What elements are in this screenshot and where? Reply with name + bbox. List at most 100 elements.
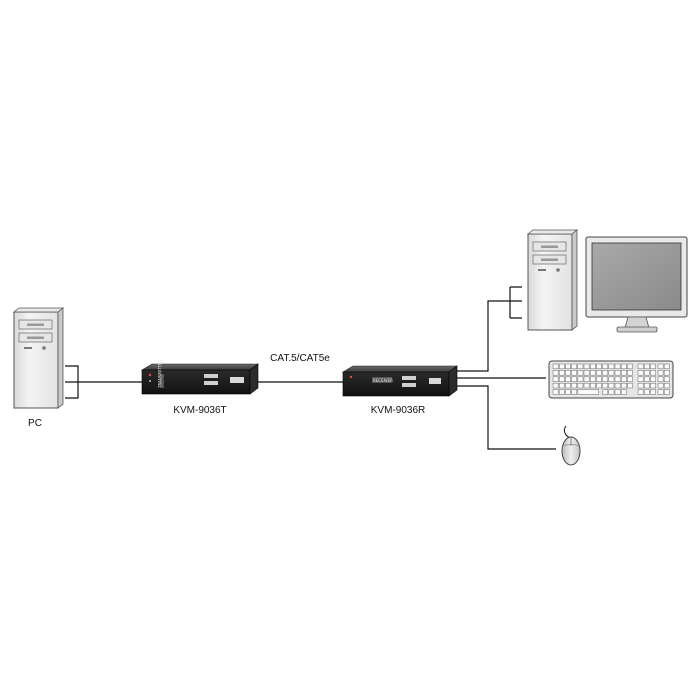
keyboard-key bbox=[565, 363, 571, 370]
keyboard-key bbox=[589, 382, 596, 389]
keyboard-key bbox=[614, 363, 621, 370]
keyboard-key bbox=[637, 363, 644, 370]
keyboard-key bbox=[571, 376, 578, 382]
keyboard-key bbox=[577, 370, 584, 376]
keyboard-key bbox=[589, 370, 596, 376]
mouse-icon bbox=[561, 425, 581, 466]
keyboard-key bbox=[650, 370, 656, 376]
keyboard-key bbox=[620, 370, 627, 376]
keyboard-key bbox=[614, 382, 621, 389]
keyboard-key bbox=[637, 376, 644, 382]
keyboard-key bbox=[614, 370, 621, 376]
keyboard-key bbox=[552, 382, 559, 389]
receiver-to-pc-cable bbox=[457, 286, 522, 372]
keyboard-key bbox=[596, 370, 602, 376]
keyboard-key bbox=[596, 376, 602, 382]
keyboard-key bbox=[643, 389, 650, 395]
keyboard-key bbox=[571, 389, 578, 395]
keyboard-key bbox=[589, 376, 596, 382]
keyboard-key bbox=[627, 370, 633, 376]
keyboard-key bbox=[596, 363, 602, 370]
keyboard-key bbox=[602, 389, 609, 395]
transmitter-label: KVM-9036T bbox=[173, 405, 226, 416]
keyboard-key bbox=[552, 370, 559, 376]
monitor-icon bbox=[585, 236, 688, 333]
keyboard-key bbox=[620, 376, 627, 382]
keyboard-key bbox=[657, 389, 664, 395]
keyboard-key bbox=[650, 376, 656, 382]
keyboard-key bbox=[577, 389, 599, 395]
keyboard-key bbox=[657, 363, 664, 370]
keyboard-key bbox=[608, 376, 615, 382]
keyboard-key bbox=[627, 376, 633, 382]
keyboard-key bbox=[663, 382, 670, 389]
keyboard-key bbox=[614, 376, 621, 382]
pc-tower-icon bbox=[12, 307, 65, 409]
keyboard-key bbox=[657, 382, 664, 389]
keyboard-icon bbox=[548, 360, 674, 399]
keyboard-key bbox=[637, 382, 644, 389]
keyboard-key bbox=[558, 389, 565, 395]
keyboard-key bbox=[577, 363, 584, 370]
keyboard-key bbox=[614, 389, 621, 395]
keyboard-key bbox=[608, 382, 615, 389]
pc-label: PC bbox=[28, 418, 42, 429]
keyboard-key bbox=[565, 382, 571, 389]
keyboard-key bbox=[608, 363, 615, 370]
keyboard-key bbox=[643, 376, 650, 382]
keyboard-key bbox=[663, 370, 670, 376]
keyboard-key bbox=[657, 370, 664, 376]
keyboard-key bbox=[571, 382, 578, 389]
keyboard-key bbox=[650, 382, 656, 389]
keyboard-key bbox=[637, 370, 644, 376]
keyboard-key bbox=[583, 376, 590, 382]
keyboard-key bbox=[565, 389, 571, 395]
cables bbox=[65, 286, 556, 450]
keyboard-key bbox=[663, 376, 670, 382]
keyboard-key bbox=[602, 370, 609, 376]
receiver-badge: RECEIVER bbox=[373, 378, 393, 383]
keyboard-key bbox=[663, 363, 670, 370]
keyboard-key bbox=[565, 376, 571, 382]
keyboard-key bbox=[558, 363, 565, 370]
pc-tower-icon bbox=[526, 229, 579, 331]
keyboard-key bbox=[620, 382, 627, 389]
keyboard-key bbox=[571, 370, 578, 376]
keyboard-key bbox=[643, 363, 650, 370]
pc-cable-bracket bbox=[65, 365, 142, 399]
kvm-transmitter-icon: TRANSMITTER bbox=[140, 360, 259, 395]
keyboard-key bbox=[565, 370, 571, 376]
keyboard-key bbox=[583, 382, 590, 389]
keyboard-key bbox=[589, 363, 596, 370]
keyboard-key bbox=[583, 363, 590, 370]
keyboard-key bbox=[602, 382, 609, 389]
keyboard-key bbox=[643, 382, 650, 389]
keyboard-key bbox=[602, 376, 609, 382]
receiver-to-mouse-cable bbox=[457, 385, 556, 450]
cable-label: CAT.5/CAT5e bbox=[270, 353, 330, 364]
keyboard-key bbox=[602, 363, 609, 370]
keyboard-key bbox=[663, 389, 670, 395]
keyboard-key bbox=[643, 370, 650, 376]
keyboard-key bbox=[608, 370, 615, 376]
keyboard-key bbox=[558, 382, 565, 389]
keyboard-key bbox=[552, 363, 559, 370]
keyboard-key bbox=[620, 363, 627, 370]
keyboard-key bbox=[620, 389, 627, 395]
keyboard-key bbox=[583, 370, 590, 376]
keyboard-key bbox=[552, 389, 559, 395]
keyboard-key bbox=[571, 363, 578, 370]
keyboard-key bbox=[558, 370, 565, 376]
keyboard-key bbox=[596, 382, 602, 389]
keyboard-key bbox=[577, 382, 584, 389]
keyboard-key bbox=[552, 376, 559, 382]
keyboard-key bbox=[657, 376, 664, 382]
keyboard-key bbox=[627, 363, 633, 370]
keyboard-key bbox=[637, 389, 644, 395]
kvm-receiver-icon: RECEIVER bbox=[341, 365, 458, 397]
keyboard-key bbox=[650, 363, 656, 370]
keyboard-key bbox=[650, 389, 656, 395]
keyboard-key bbox=[577, 376, 584, 382]
keyboard-key bbox=[558, 376, 565, 382]
